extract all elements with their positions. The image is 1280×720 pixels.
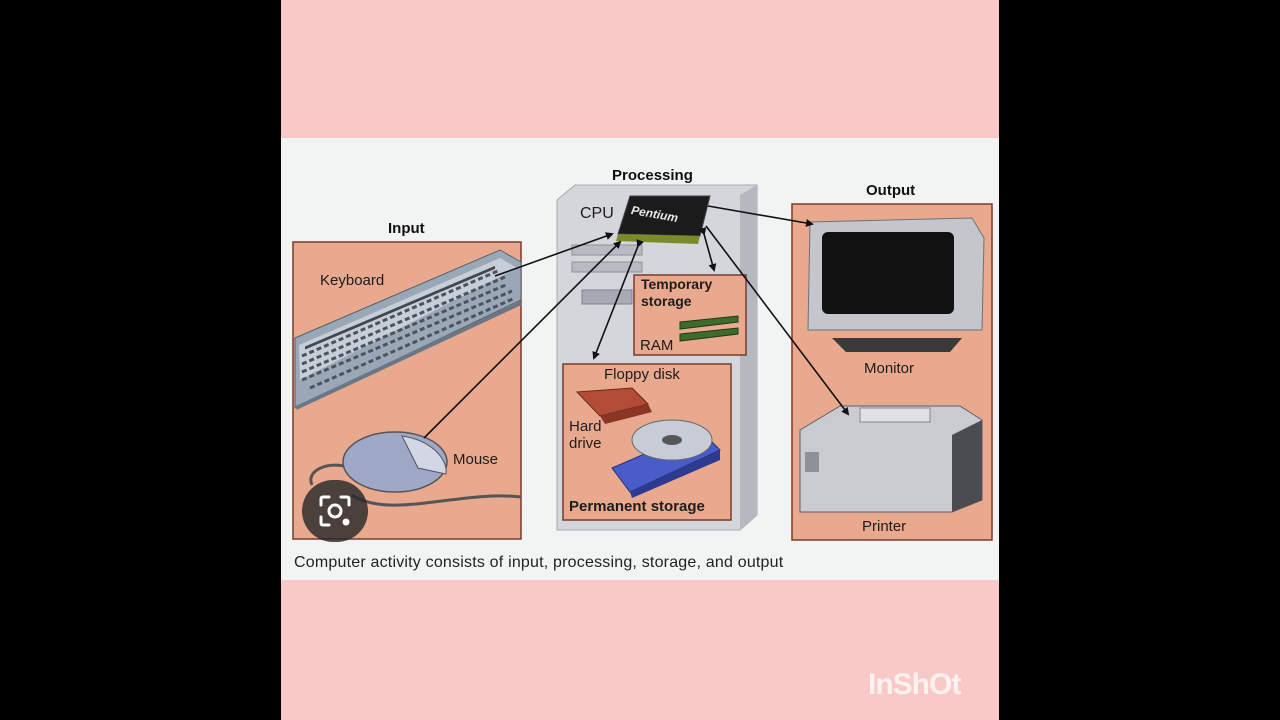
arrow-cpu-to-ram (698, 227, 717, 272)
temporary-storage-box (633, 274, 747, 356)
lens-search-icon (319, 495, 351, 527)
hard-drive-icon (611, 419, 721, 498)
mouse-label: Mouse (453, 451, 499, 468)
keyboard-label: Keyboard (320, 272, 385, 289)
arrow-cpu-to-storage (592, 238, 644, 360)
floppy-disk-label: Floppy disk (604, 366, 680, 383)
printer-icon (799, 405, 983, 513)
lens-search-button[interactable] (302, 480, 368, 542)
diagram-caption: Computer activity consists of input, pro… (294, 554, 784, 571)
input-heading: Input (388, 220, 425, 237)
hard-drive-label-line2: drive (569, 435, 602, 452)
output-heading: Output (866, 182, 916, 199)
permanent-storage-label: Permanent storage (569, 498, 705, 515)
hard-drive-label-line1: Hard (569, 418, 602, 435)
printer-label: Printer (862, 518, 907, 535)
arrow-cpu-to-monitor (707, 205, 814, 227)
flow-arrows (423, 205, 850, 439)
ram-stick-icon (679, 315, 739, 342)
temporary-storage-label-line1: Temporary (641, 276, 713, 292)
monitor-label: Monitor (864, 360, 915, 377)
arrow-cpu-to-printer (705, 225, 850, 416)
monitor-icon (807, 217, 985, 352)
processing-heading: Processing (612, 167, 693, 184)
cpu-label: CPU (580, 205, 614, 222)
keyboard-icon (294, 249, 522, 410)
ram-label: RAM (640, 337, 674, 354)
pentium-chip-icon (616, 195, 711, 244)
mouse-icon (309, 431, 522, 507)
floppy-disk-icon (575, 387, 652, 424)
arrow-mouse-to-cpu (423, 240, 622, 439)
temporary-storage-label-line2: storage (641, 293, 692, 309)
inshot-watermark: InShOt (868, 668, 961, 701)
